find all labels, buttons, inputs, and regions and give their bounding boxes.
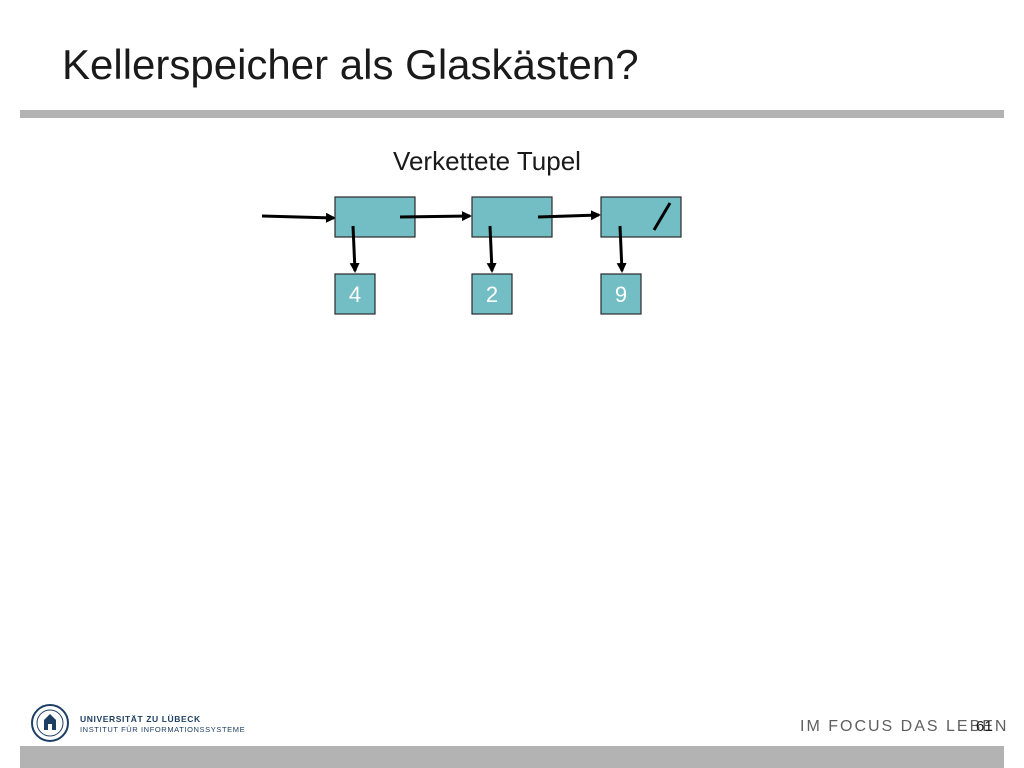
- page-number: 61: [976, 718, 993, 735]
- institute-name: INSTITUT FÜR INFORMATIONSSYSTEME: [80, 725, 246, 734]
- value-text-1: 4: [349, 282, 361, 307]
- value-pointer-arrow-1: [349, 225, 360, 273]
- next-pointer-arrow-2: [537, 210, 601, 221]
- head-pointer-arrow: [261, 212, 336, 223]
- value-box-2: [471, 273, 513, 315]
- title-divider: [20, 110, 1004, 118]
- null-pointer-slash: [652, 202, 672, 231]
- value-box-1: [334, 273, 376, 315]
- university-name: UNIVERSITÄT ZU LÜBECK: [80, 714, 201, 724]
- university-slogan: IM FOCUS DAS LEBEN: [800, 718, 1009, 735]
- footer-bar: [20, 746, 1004, 768]
- value-pointer-arrow-3: [616, 225, 627, 273]
- university-seal-icon: [31, 704, 69, 742]
- value-box-3: [600, 273, 642, 315]
- diagram-caption: Verkettete Tupel: [393, 146, 581, 176]
- value-pointer-arrow-2: [486, 225, 497, 273]
- list-node-3: [600, 196, 682, 238]
- value-text-2: 2: [486, 282, 498, 307]
- value-text-3: 9: [615, 282, 627, 307]
- slide-footer: UNIVERSITÄT ZU LÜBECK INSTITUT FÜR INFOR…: [0, 690, 1024, 768]
- slide-title: Kellerspeicher als Glaskästen?: [62, 41, 639, 88]
- next-pointer-arrow-1: [399, 211, 472, 222]
